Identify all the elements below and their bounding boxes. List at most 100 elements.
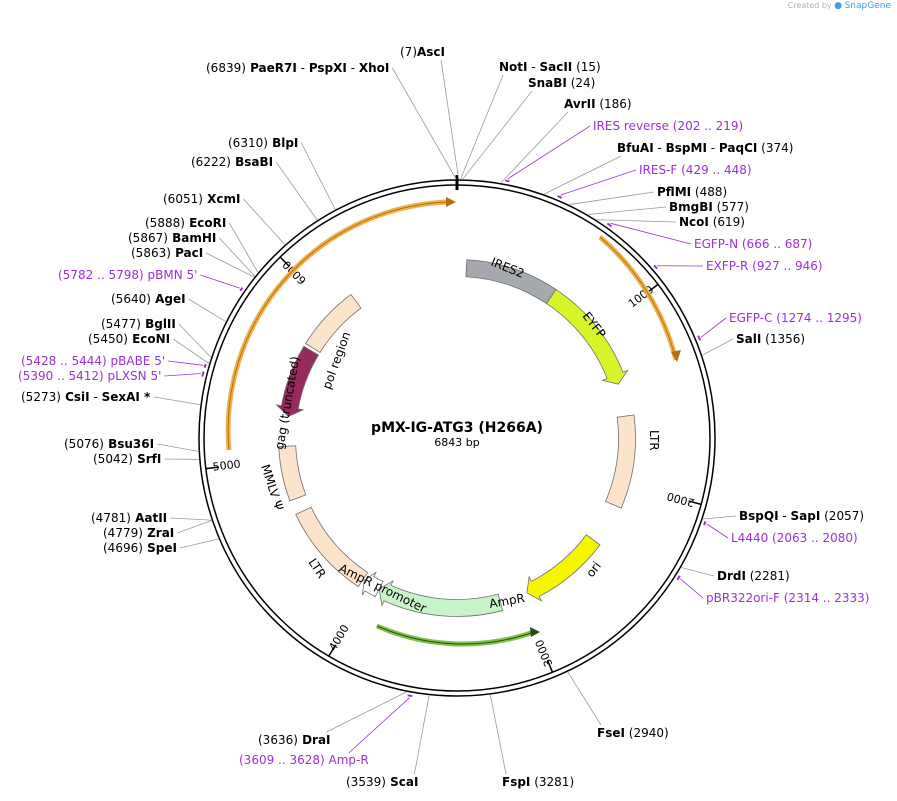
site-label-part: EcoNI [128,332,170,346]
feature-eyfp[interactable] [545,288,629,385]
site-leader-line [170,517,212,521]
site-leader-line [157,443,199,452]
primer-leader-line [706,523,729,539]
site-label-s6051[interactable]: (6051) XcmI [163,192,240,206]
feature-pol[interactable] [305,293,362,354]
site-label-s5273[interactable]: (5273) CsiI - SexAI * [21,390,151,404]
site-label-part: NcoI [679,215,709,229]
site-leader-line [596,219,677,223]
orf-ampr-arrowhead [530,627,540,637]
site-label-s374[interactable]: BfuAI - BspMI - PaqCI (374) [617,141,793,155]
site-leader-line [243,198,286,245]
site-label-part: - [297,61,309,75]
site-label-s5888[interactable]: (5888) EcoRI [145,216,226,230]
primer-label-p429[interactable]: IRES-F (429 .. 448) [639,163,752,177]
primer-label-p5390[interactable]: (5390 .. 5412) pLXSN 5' [18,369,161,383]
site-label-part: BglII [141,317,176,331]
site-label-part: (5477) [101,317,141,331]
feature-ltr-right[interactable] [605,414,636,509]
site-label-part: (4781) [91,511,131,525]
site-label-part: (6839) [206,61,246,75]
site-leader-line [172,338,210,364]
site-label-part: (6051) [163,192,203,206]
feature-mmlv-psi[interactable] [278,445,307,502]
primer-label-p3609[interactable]: (3609 .. 3628) Amp-R [239,753,369,767]
site-leader-line [188,298,226,322]
primer-leader-line [507,125,591,180]
site-labels: (7)AscI NotI - SacII (15) SnaBI (24) AvrII … [21,45,864,789]
feature-ampr[interactable] [378,579,504,617]
site-label-s5863[interactable]: (5863) PacI [131,246,203,260]
primer-label-p666[interactable]: EGFP-N (666 .. 687) [694,237,812,251]
site-label-part: - [90,390,102,404]
site-leader-line [569,191,655,205]
tick-label: 4000 [326,622,351,653]
site-label-s3281[interactable]: FspI (3281) [502,775,574,789]
site-label-s4696[interactable]: (4696) SpeI [103,541,177,555]
site-label-s7[interactable]: (7)AscI [400,45,445,59]
site-label-part: (24) [567,76,595,90]
site-label-part: BfuAI [617,141,654,155]
site-label-s5042[interactable]: (5042) SrfI [93,452,161,466]
site-label-s6310[interactable]: (6310) BlpI [228,136,298,150]
feature-label-ampr-promoter: AmpR promoter [337,561,429,615]
orf-eyfp-arrowhead [671,350,681,362]
site-leader-line [301,142,336,210]
site-label-part: AgeI [151,292,186,306]
tick-mark [647,283,659,293]
site-label-part: (4696) [103,541,143,555]
site-label-s6222[interactable]: (6222) BsaBI [191,155,273,169]
site-label-s24[interactable]: SnaBI (24) [528,76,595,90]
feature-gag[interactable] [275,345,320,418]
site-label-s186[interactable]: AvrII (186) [564,97,632,111]
feature-ori[interactable] [526,534,601,602]
site-label-part: (7) [400,45,417,59]
site-label-part: XcmI [203,192,241,206]
site-label-s1356[interactable]: SalI (1356) [736,332,805,346]
site-leader-line [275,161,318,221]
orf-gag-pol-arrowhead [446,197,456,207]
feature-ltr-left[interactable] [295,506,369,588]
site-label-s619[interactable]: NcoI (619) [679,215,745,229]
feature-ampr-promoter[interactable] [361,571,384,598]
site-label-s2940[interactable]: FseI (2940) [597,726,669,740]
primer-label-p202[interactable]: IRES reverse (202 .. 219) [593,119,743,133]
site-label-s5867[interactable]: (5867) BamHI [128,231,216,245]
site-label-part: BlpI [268,136,299,150]
tick-mark [688,500,702,506]
site-label-s488[interactable]: PflMI (488) [657,185,727,199]
site-label-s2281[interactable]: DrdI (2281) [717,569,790,583]
site-leader-line [681,567,715,577]
credit-prefix: Created by [787,1,832,10]
primer-leader-line [200,274,240,289]
site-label-s5076[interactable]: (5076) Bsu36I [64,437,154,451]
site-label-part: EcoRI [185,216,226,230]
site-label-part: BmgBI [669,200,713,214]
site-label-s5477[interactable]: (5477) BglII [101,317,176,331]
site-label-part: (2057) [820,509,864,523]
site-leader-line [544,155,622,195]
primer-label-p927[interactable]: EXFP-R (927 .. 946) [706,259,823,273]
site-label-s6839[interactable]: (6839) PaeR7I - PspXI - XhoI [206,61,389,75]
site-label-s2057[interactable]: BspQI - SapI (2057) [739,509,864,523]
site-label-s4779[interactable]: (4779) ZraI [103,526,174,540]
primer-label-p1274[interactable]: EGFP-C (1274 .. 1295) [729,311,862,325]
site-label-s5640[interactable]: (5640) AgeI [111,292,186,306]
site-label-s5450[interactable]: (5450) EcoNI [88,332,170,346]
tick-label: 5000 [212,457,241,473]
site-label-s15[interactable]: NotI - SacII (15) [499,60,601,74]
site-label-s4781[interactable]: (4781) AatII [91,511,167,525]
site-label-part: NotI [499,60,528,74]
primer-label-p2314[interactable]: pBR322ori-F (2314 .. 2333) [706,591,869,605]
site-label-s3539[interactable]: (3539) ScaI [346,775,418,789]
site-label-part: AvrII [564,97,596,111]
primer-label-p2063[interactable]: L4440 (2063 .. 2080) [731,531,858,545]
site-label-part: (4779) [103,526,143,540]
site-label-s3636[interactable]: (3636) DraI [258,733,331,747]
site-label-part: XhoI [359,61,390,75]
features [275,259,636,617]
site-label-part: DrdI [717,569,746,583]
site-label-s577[interactable]: BmgBI (577) [669,200,749,214]
primer-label-p5782[interactable]: (5782 .. 5798) pBMN 5' [58,268,197,282]
primer-label-p5428[interactable]: (5428 .. 5444) pBABE 5' [21,354,165,368]
